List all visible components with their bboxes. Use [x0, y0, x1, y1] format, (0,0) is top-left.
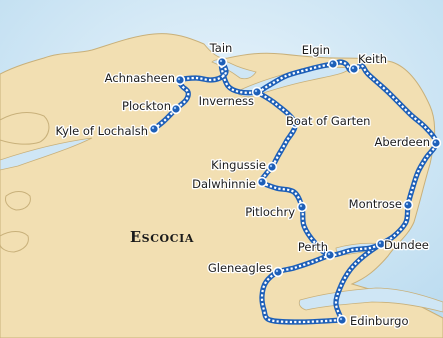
station-marker-boat-of-garten[interactable] [289, 117, 301, 129]
station-label-kingussie: Kingussie [211, 158, 266, 172]
station-label-dundee: Dundee [384, 238, 429, 252]
station-marker-highlight [299, 204, 303, 208]
station-marker-highlight [433, 140, 437, 144]
station-marker-achnasheen[interactable] [174, 74, 186, 86]
station-label-elgin: Elgin [302, 43, 330, 57]
station-marker-highlight [327, 252, 331, 256]
station-marker-perth[interactable] [324, 249, 336, 261]
station-marker-highlight [151, 126, 155, 130]
rail-line-ties-2 [256, 91, 382, 257]
station-marker-montrose[interactable] [402, 199, 414, 211]
station-marker-highlight [259, 179, 263, 183]
station-label-pitlochry: Pitlochry [245, 205, 295, 219]
station-label-inverness: Inverness [199, 94, 254, 108]
station-marker-highlight [378, 241, 382, 245]
station-label-montrose: Montrose [349, 197, 402, 211]
station-marker-highlight [275, 269, 279, 273]
station-label-tain: Tain [209, 41, 233, 55]
station-label-kyle-of-lochalsh: Kyle of Lochalsh [55, 124, 148, 138]
rail-route [151, 59, 439, 325]
island-small [5, 191, 31, 211]
station-label-plockton: Plockton [122, 99, 171, 113]
station-marker-highlight [351, 66, 355, 70]
station-label-achnasheen: Achnasheen [105, 71, 175, 85]
station-marker-dalwhinnie[interactable] [256, 176, 268, 188]
station-marker-keith[interactable] [348, 63, 360, 75]
station-label-gleneagles: Gleneagles [208, 261, 272, 275]
station-marker-dundee[interactable] [375, 238, 387, 250]
station-label-boat-of-garten: Boat of Garten [286, 114, 370, 128]
station-marker-highlight [219, 59, 223, 63]
rail-line-ties-1 [153, 60, 438, 321]
station-marker-highlight [269, 164, 273, 168]
station-marker-highlight [173, 106, 177, 110]
station-marker-elgin[interactable] [327, 58, 339, 70]
station-marker-gleneagles[interactable] [272, 266, 284, 278]
station-markers [148, 56, 442, 326]
station-marker-inverness[interactable] [251, 86, 263, 98]
station-marker-highlight [339, 317, 343, 321]
station-label-keith: Keith [358, 52, 387, 66]
region-label: ESCOCIA [130, 229, 194, 246]
station-label-edinburgo: Edinburgo [350, 314, 409, 328]
station-marker-pitlochry[interactable] [296, 201, 308, 213]
station-marker-aberdeen[interactable] [430, 137, 442, 149]
station-label-aberdeen: Aberdeen [374, 135, 430, 149]
station-marker-highlight [330, 61, 334, 65]
island-skye [0, 112, 50, 145]
station-marker-tain[interactable] [216, 56, 228, 68]
island-mull [0, 231, 29, 253]
sea-loch [0, 137, 93, 171]
station-label-perth: Perth [298, 240, 328, 254]
station-label-dalwhinnie: Dalwhinnie [192, 177, 256, 191]
station-marker-highlight [292, 120, 296, 124]
station-marker-edinburgo[interactable] [336, 314, 348, 326]
rail-line-ties-3 [260, 253, 343, 324]
station-marker-plockton[interactable] [170, 103, 182, 115]
station-marker-highlight [254, 89, 258, 93]
station-marker-highlight [177, 77, 181, 81]
mainland [0, 33, 443, 338]
station-marker-kingussie[interactable] [266, 161, 278, 173]
station-marker-kyle-of-lochalsh[interactable] [148, 123, 160, 135]
station-marker-highlight [405, 202, 409, 206]
